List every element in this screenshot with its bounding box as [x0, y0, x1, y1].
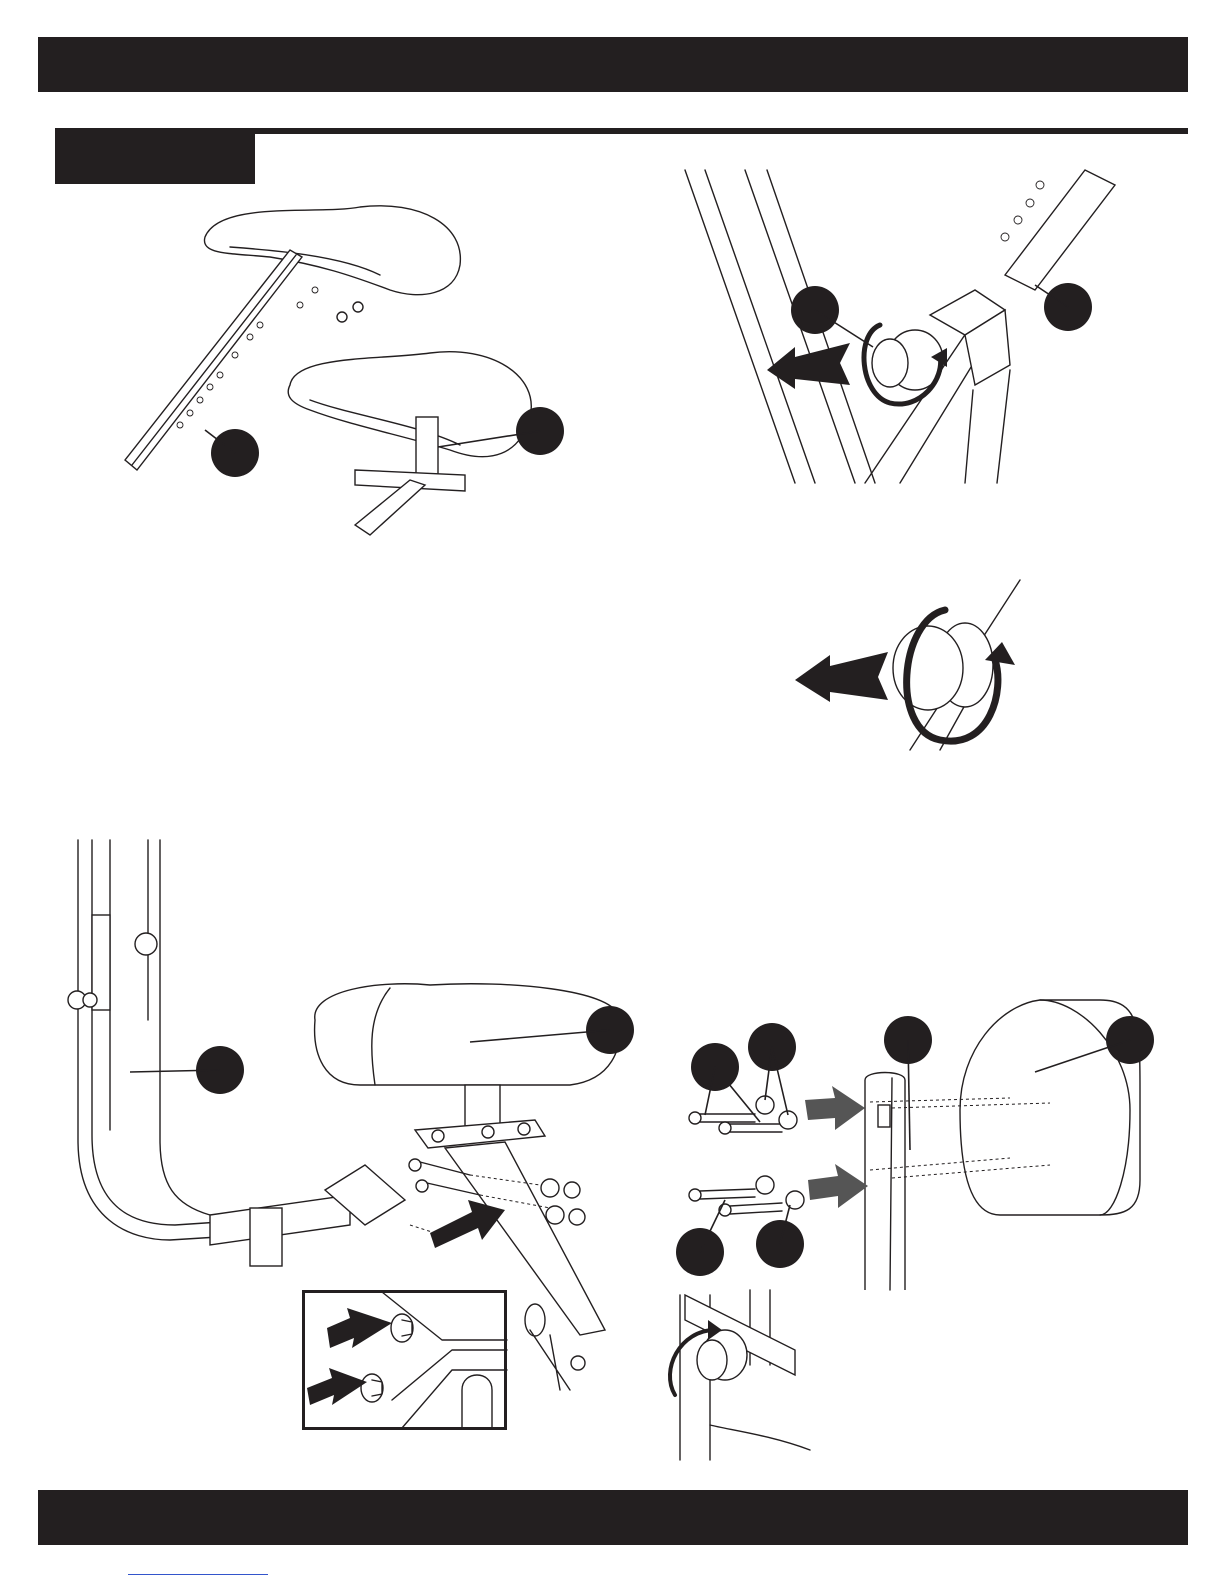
nut-icon: [337, 302, 363, 322]
step-tab: [55, 128, 255, 184]
knob-icon: [872, 330, 943, 390]
arrow-right-icon: [805, 1086, 865, 1130]
seat-icon: [315, 984, 620, 1335]
frame-tube-icon: [865, 1073, 905, 1291]
footer-bar: [38, 1490, 1188, 1545]
figure-inset-detail: [302, 1290, 507, 1430]
figure-tension-knob-frame: [685, 165, 1135, 485]
figure-bolt-detail: [650, 1275, 825, 1460]
figure-knob-detail: [790, 580, 1040, 755]
seat-post-icon: [1001, 170, 1115, 290]
arrow-right-icon: [808, 1164, 868, 1208]
seat-icon: [204, 206, 460, 295]
washer-icon: [756, 1096, 804, 1209]
bolt-icon: [689, 1112, 782, 1216]
arrow-right-icon: [430, 1200, 505, 1248]
seat-icon: [288, 352, 531, 535]
figure-seat-post-mounting: [120, 195, 580, 540]
arrow-left-icon: [795, 652, 888, 702]
bottom-link[interactable]: [128, 1574, 268, 1575]
header-bar: [38, 37, 1188, 92]
nut-icon: [564, 1182, 585, 1225]
frame-tube-icon: [685, 170, 1010, 483]
